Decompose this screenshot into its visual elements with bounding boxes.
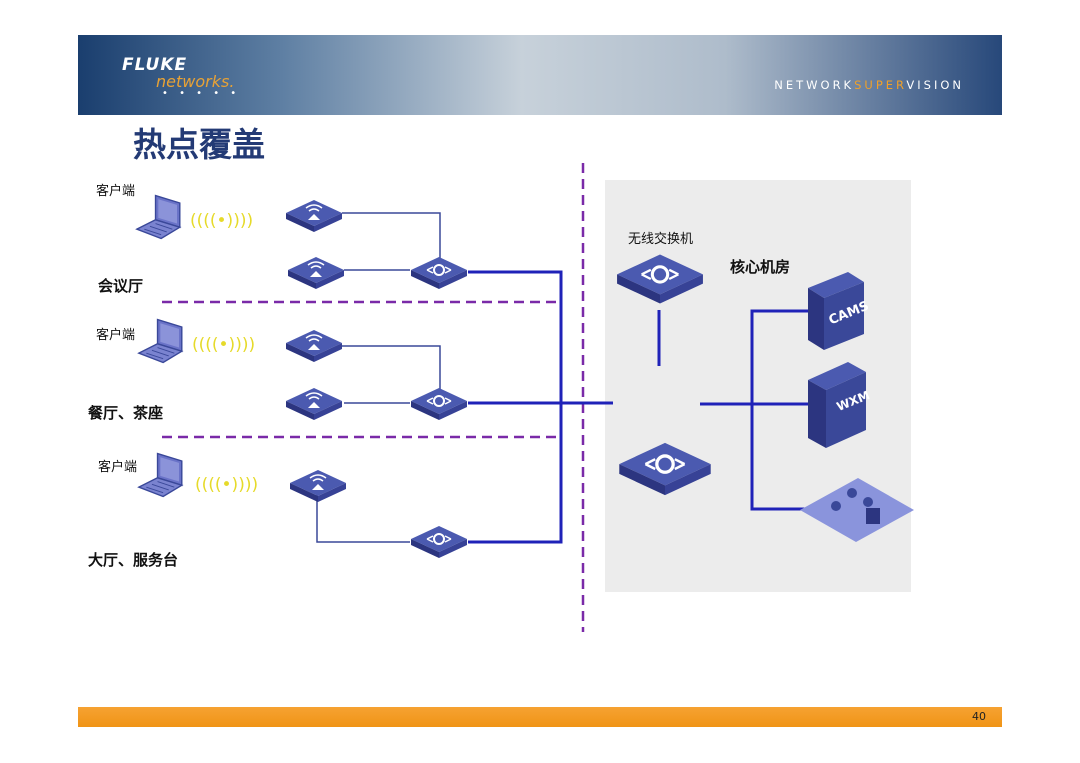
core-room-label: 核心机房 [730,258,791,276]
link-ap3-switch2 [342,345,441,392]
logo-fluke-text: FLUKE [122,55,188,75]
logo-dots: • • • • • [162,88,241,99]
wifi-signal-icon: ((((•)))) [195,475,258,495]
wifi-signal-icon: ((((•)))) [192,335,255,355]
zone-label-lobby: 大厅、服务台 [88,551,179,569]
laptop-icon [138,452,183,498]
wireless-switch-icon [615,252,705,306]
workstation-platform-icon [800,478,914,542]
access-point-icon [285,387,343,421]
server-cams-icon [808,272,864,350]
page-title: 热点覆盖 [133,125,265,164]
access-point-icon [289,469,347,503]
logo-networks-text: networks. [156,72,235,91]
access-point-icon [285,329,343,363]
switch-icon [409,386,469,422]
footer-bar: 40 [78,707,1002,727]
switch-icon [409,524,469,560]
laptop-icon [138,318,183,364]
trunk-zone3 [468,403,563,544]
header-banner: FLUKE networks. • • • • • NETWORKSUPERVI… [78,35,1002,115]
link-ap5-switch3 [316,495,410,543]
switch-icon [409,255,469,291]
link-ap1-switch1 [342,212,441,269]
zone-label-restaurant: 餐厅、茶座 [88,404,164,422]
server-wxm-icon [808,362,866,448]
page-number: 40 [972,710,986,723]
client-label: 客户端 [96,184,136,199]
tagline: NETWORKSUPERVISION [774,78,964,92]
client-label: 客户端 [98,460,138,475]
trunk-zone1 [468,270,563,403]
zone-label-meeting-hall: 会议厅 [98,277,144,295]
server-bus [750,309,808,511]
access-point-icon [285,199,343,233]
wifi-signal-icon: ((((•)))) [190,211,253,231]
access-point-icon [287,256,345,290]
laptop-icon [136,194,181,240]
core-switch-icon [617,441,713,497]
wireless-switch-label: 无线交换机 [628,232,694,247]
client-label: 客户端 [96,328,136,343]
